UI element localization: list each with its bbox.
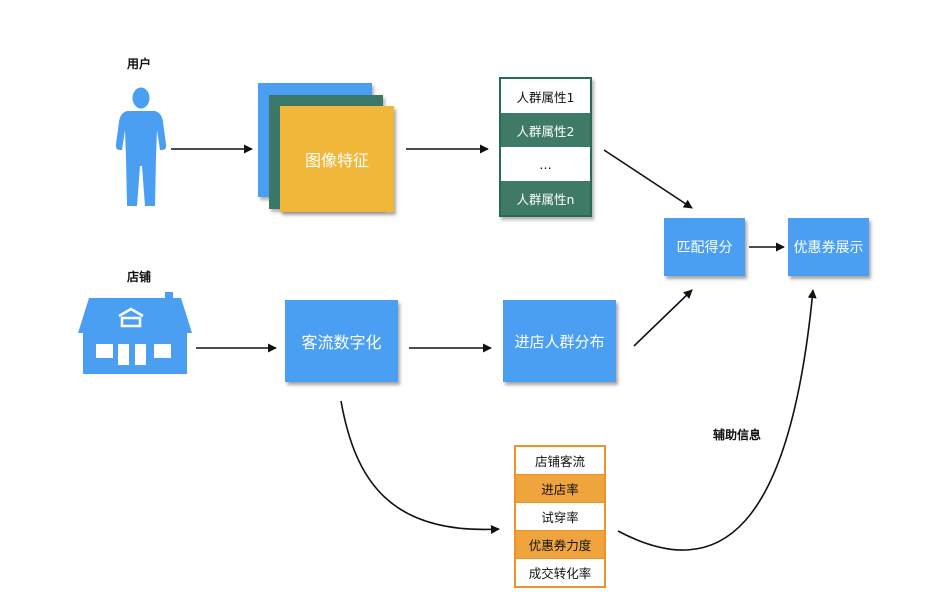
in-store-crowd-distribution-label: 进店人群分布 xyxy=(514,332,605,351)
user-label: 用户 xyxy=(127,57,152,71)
store-metric-row: 试穿率 xyxy=(516,503,604,531)
arrow-digitization-to-metrics xyxy=(340,400,500,534)
coupon-display-label: 优惠券展示 xyxy=(793,240,864,256)
store-label: 店铺 xyxy=(127,270,152,284)
store-metric-row: 优惠券力度 xyxy=(516,531,604,559)
person-icon xyxy=(115,87,167,206)
crowd-attributes-table: 人群属性1 人群属性2 … 人群属性n xyxy=(499,77,592,217)
store-metric-row: 进店率 xyxy=(516,475,604,503)
crowd-attribute-row: 人群属性n xyxy=(501,181,590,215)
in-store-crowd-distribution-box: 进店人群分布 xyxy=(503,300,616,382)
crowd-attribute-row: … xyxy=(501,147,590,181)
aux-info-label: 辅助信息 xyxy=(713,428,762,442)
crowd-attribute-row: 人群属性1 xyxy=(501,79,590,113)
customer-flow-digitization-label: 客流数字化 xyxy=(301,333,382,352)
customer-flow-digitization-box: 客流数字化 xyxy=(285,300,398,382)
match-score-box: 匹配得分 xyxy=(664,218,745,276)
image-features-label: 图像特征 xyxy=(304,151,369,170)
arrow-distribution-to-match xyxy=(633,289,693,347)
crowd-attribute-row: 人群属性2 xyxy=(501,113,590,147)
coupon-display-box: 优惠券展示 xyxy=(788,218,869,276)
house-icon xyxy=(78,292,192,374)
image-features-box: 图像特征 xyxy=(280,106,394,212)
arrow-metrics-to-coupon xyxy=(617,289,817,551)
store-metrics-table: 店铺客流 进店率 试穿率 优惠券力度 成交转化率 xyxy=(514,445,606,588)
arrow-attributes-to-match xyxy=(603,149,693,209)
store-metric-row: 成交转化率 xyxy=(516,559,604,586)
match-score-label: 匹配得分 xyxy=(676,240,733,256)
store-metric-row: 店铺客流 xyxy=(516,447,604,475)
